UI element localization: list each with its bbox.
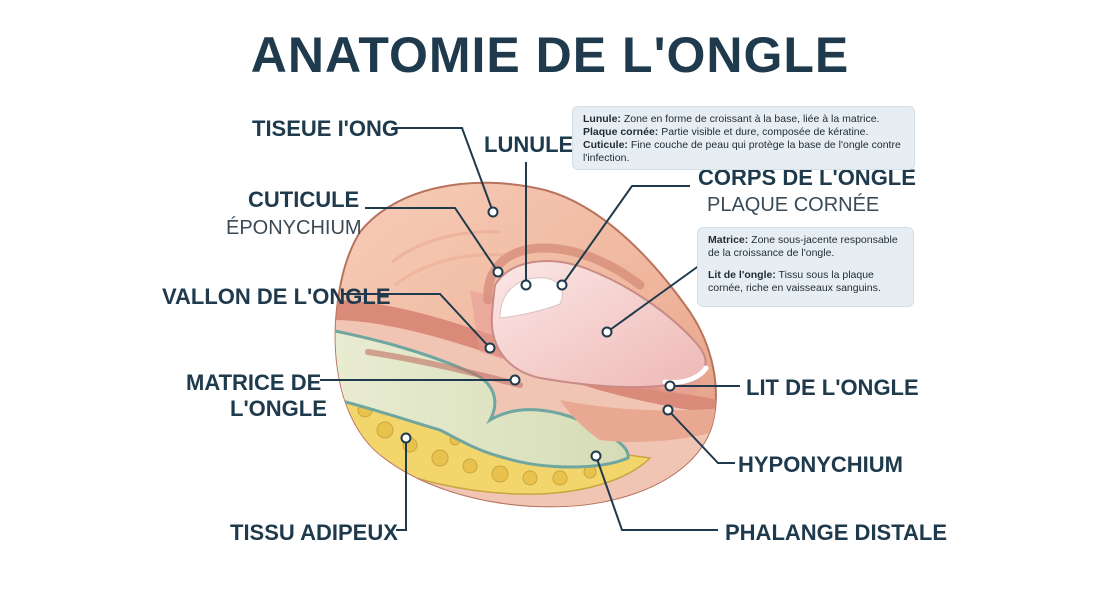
leader-plaque (606, 264, 701, 333)
info-box-top: Lunule: Zone en forme de croissant à la … (572, 106, 915, 170)
leader-adipeux (396, 438, 407, 531)
info-plaque: Plaque cornée: Partie visible et dure, c… (583, 126, 869, 138)
label-vallon: VALLON DE L'ONGLE (162, 284, 391, 309)
label-hyponychium: HYPONYCHIUM (738, 452, 904, 477)
label-eponychium: ÉPONYCHIUM (226, 217, 362, 239)
label-lit-ongle: LIT DE L'ONGLE (746, 375, 919, 400)
leader-phalange (595, 455, 718, 531)
leader-hyponychium (667, 409, 735, 464)
info-box-middle: Matrice: Zone sous-jacente responsable d… (697, 227, 914, 307)
leader-cuticule (365, 207, 499, 273)
label-lunule: LUNULE (484, 132, 574, 157)
label-plaque-cornee: PLAQUE CORNÉE (707, 194, 880, 216)
info-matrice: Matrice: Zone sous-jacente responsable d… (708, 234, 898, 259)
label-tissu-ong: TISEUE I'ONG (252, 116, 400, 141)
label-cuticule: CUTICULE (248, 187, 360, 212)
leader-corps (561, 185, 690, 286)
leader-tissu (392, 127, 494, 213)
label-matrice-line2: L'ONGLE (230, 396, 327, 421)
cuticle-fold (483, 243, 645, 305)
label-tissu-adipeux: TISSU ADIPEUX (230, 520, 398, 545)
diagram-title: ANATOMIE DE L'ONGLE (250, 27, 850, 83)
info-lit-ongle: Lit de l'ongle: Tissu sous la plaque cor… (708, 269, 881, 294)
label-phalange-distale: PHALANGE DISTALE (725, 520, 948, 545)
info-lunule: Lunule: Zone en forme de croissant à la … (583, 113, 880, 125)
info-cuticule: Cuticule: Fine couche de peau qui protèg… (583, 139, 901, 164)
label-matrice-line1: MATRICE DE (186, 370, 322, 395)
leader-vallon (342, 293, 491, 349)
